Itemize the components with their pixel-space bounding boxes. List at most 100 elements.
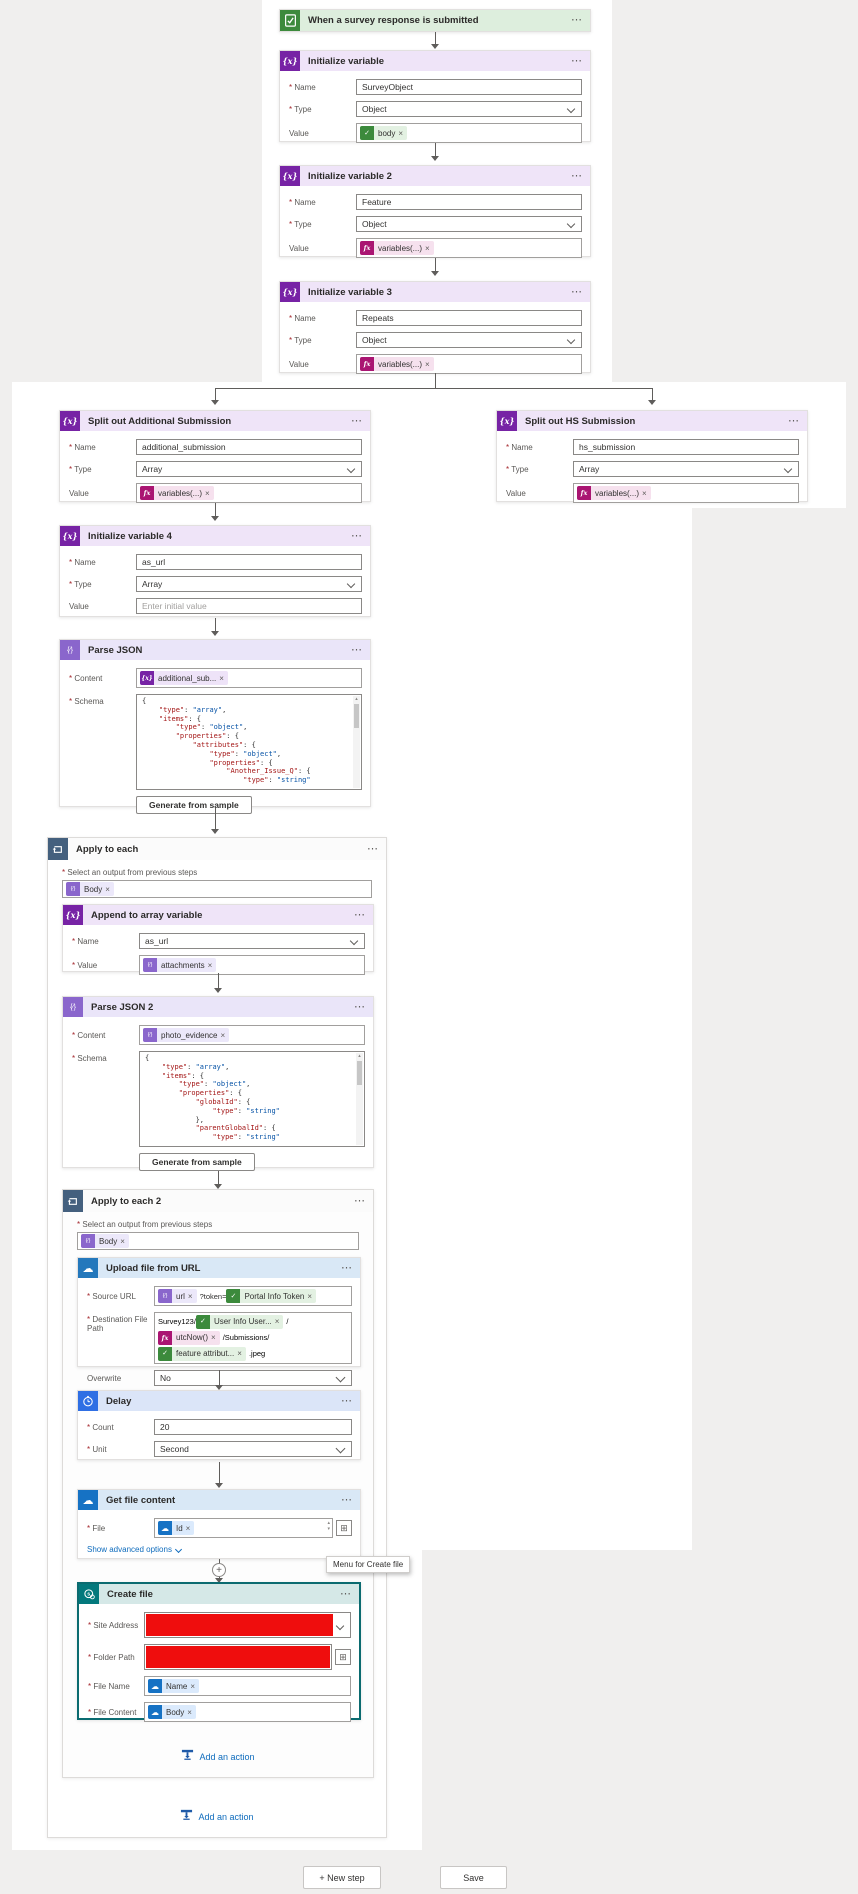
menu-icon[interactable]: ⋯ (571, 14, 582, 26)
type-select[interactable]: Array (136, 576, 362, 592)
card-header[interactable]: s Create file ⋯ (79, 1584, 359, 1604)
card-header[interactable]: {∕} Parse JSON ⋯ (60, 640, 370, 660)
select-output-field[interactable]: {∕}Body× (77, 1232, 359, 1250)
remove-token-icon[interactable]: × (187, 1707, 192, 1717)
menu-icon[interactable]: ⋯ (341, 1494, 352, 1506)
remove-token-icon[interactable]: × (205, 488, 210, 498)
remove-token-icon[interactable]: × (185, 1523, 191, 1533)
append-to-array-variable-card[interactable]: {x} Append to array variable ⋯ Nameas_ur… (62, 904, 374, 975)
token-pill[interactable]: ✓feature attribut...× (158, 1347, 246, 1362)
name-input[interactable] (356, 310, 582, 326)
value-input[interactable] (136, 598, 362, 614)
remove-token-icon[interactable]: × (398, 128, 404, 138)
type-select[interactable]: Array (573, 461, 799, 477)
type-select[interactable]: Object (356, 101, 582, 117)
remove-token-icon[interactable]: × (425, 243, 430, 253)
get-file-content-card[interactable]: ☁ Get file content ⋯ File ☁Id× ▴▾ ⊞ Show… (77, 1489, 361, 1559)
remove-token-icon[interactable]: × (425, 359, 430, 369)
split-out-additional-submission-card[interactable]: {x} Split out Additional Submission ⋯ Na… (59, 410, 371, 503)
initialize-variable-2-card[interactable]: {x} Initialize variable 2 ⋯ Name TypeObj… (279, 165, 591, 258)
token-pill[interactable]: {∕}photo_evidence× (143, 1028, 230, 1042)
card-header[interactable]: {∕} Parse JSON 2 ⋯ (63, 997, 373, 1017)
token-pill[interactable]: ✓User Info User...× (195, 1315, 284, 1330)
add-an-action-button[interactable]: Add an action (48, 1808, 386, 1826)
menu-icon[interactable]: ⋯ (367, 843, 378, 855)
token-pill[interactable]: ✓body× (360, 126, 408, 140)
remove-token-icon[interactable]: × (190, 1681, 196, 1691)
card-header[interactable]: {x} Initialize variable ⋯ (280, 51, 590, 71)
token-pill[interactable]: {∕}url× (158, 1289, 197, 1303)
initialize-variable-card[interactable]: {x} Initialize variable ⋯ Name TypeObjec… (279, 50, 591, 143)
remove-token-icon[interactable]: × (105, 884, 110, 894)
scrollbar[interactable]: ▴ (353, 696, 360, 788)
name-input[interactable] (573, 439, 799, 455)
scrollbar-thumb[interactable] (357, 1061, 362, 1085)
create-file-card[interactable]: s Create file ⋯ Site Address Folder Path (77, 1582, 361, 1722)
generate-from-sample-button[interactable]: Generate from sample (139, 1153, 255, 1171)
menu-icon[interactable]: ⋯ (351, 530, 362, 542)
site-address-select[interactable] (144, 1612, 351, 1638)
insert-step-button[interactable]: + (212, 1563, 226, 1577)
name-input[interactable] (356, 79, 582, 95)
scope-header[interactable]: Apply to each 2 ⋯ (63, 1190, 373, 1212)
scrollbar[interactable]: ▴ (356, 1053, 363, 1145)
card-header[interactable]: {x} Initialize variable 3 ⋯ (280, 282, 590, 302)
file-field[interactable]: ☁Id× ▴▾ (154, 1518, 333, 1538)
parse-json-card[interactable]: {∕} Parse JSON ⋯ Content {x}additional_s… (59, 639, 371, 814)
menu-icon[interactable]: ⋯ (571, 170, 582, 182)
remove-token-icon[interactable]: × (120, 1236, 125, 1246)
folder-picker-button[interactable]: ⊞ (335, 1649, 351, 1665)
menu-icon[interactable]: ⋯ (341, 1395, 352, 1407)
card-header[interactable]: {x} Initialize variable 2 ⋯ (280, 166, 590, 186)
remove-token-icon[interactable]: × (237, 1349, 242, 1359)
content-field[interactable]: {∕}photo_evidence× (139, 1025, 365, 1045)
trigger-card-header[interactable]: When a survey response is submitted ⋯ (280, 10, 590, 31)
schema-editor[interactable]: { "type": "array", "items": { "type": "o… (139, 1051, 365, 1147)
stepper-control[interactable]: ▴▾ (327, 1520, 330, 1532)
initialize-variable-4-card[interactable]: {x} Initialize variable 4 ⋯ Name TypeArr… (59, 525, 371, 617)
menu-icon[interactable]: ⋯ (340, 1588, 351, 1600)
menu-icon[interactable]: ⋯ (571, 286, 582, 298)
card-header[interactable]: {x} Split out HS Submission ⋯ (497, 411, 807, 431)
card-header[interactable]: {x} Split out Additional Submission ⋯ (60, 411, 370, 431)
remove-token-icon[interactable]: × (211, 1333, 216, 1343)
token-pill[interactable]: {∕}Body× (81, 1234, 129, 1248)
token-pill[interactable]: ☁Name× (148, 1679, 200, 1693)
value-field[interactable]: ✓body× (356, 123, 582, 143)
remove-token-icon[interactable]: × (307, 1291, 313, 1301)
schema-editor[interactable]: { "type": "array", "items": { "type": "o… (136, 694, 362, 790)
token-pill[interactable]: {∕}Body× (66, 882, 114, 896)
add-an-action-button[interactable]: Add an action (63, 1748, 373, 1766)
menu-icon[interactable]: ⋯ (351, 644, 362, 656)
value-field[interactable]: {∕}attachments× (139, 955, 365, 975)
upload-file-from-url-card[interactable]: ☁ Upload file from URL ⋯ Source URL {∕}u… (77, 1257, 361, 1387)
token-pill[interactable]: {x}additional_sub...× (140, 671, 228, 685)
menu-icon[interactable]: ⋯ (354, 1001, 365, 1013)
menu-icon[interactable]: ⋯ (354, 1195, 365, 1207)
token-pill[interactable]: {∕}attachments× (143, 958, 217, 972)
show-advanced-options-link[interactable]: Show advanced options (87, 1545, 172, 1554)
remove-token-icon[interactable]: × (207, 960, 213, 970)
token-pill[interactable]: ☁Body× (148, 1705, 196, 1719)
new-step-button[interactable]: + New step (303, 1866, 381, 1889)
scrollbar-thumb[interactable] (354, 704, 359, 728)
token-pill[interactable]: ✓Portal Info Token× (226, 1289, 317, 1303)
remove-token-icon[interactable]: × (187, 1291, 193, 1301)
name-input[interactable] (136, 554, 362, 570)
count-input[interactable] (154, 1419, 352, 1435)
file-name-field[interactable]: ☁Name× (144, 1676, 351, 1696)
folder-path-input[interactable] (144, 1644, 332, 1670)
remove-token-icon[interactable]: × (219, 673, 224, 683)
generate-from-sample-button[interactable]: Generate from sample (136, 796, 252, 814)
card-header[interactable]: {x} Append to array variable ⋯ (63, 905, 373, 925)
card-header[interactable]: {x} Initialize variable 4 ⋯ (60, 526, 370, 546)
type-select[interactable]: Object (356, 332, 582, 348)
name-select[interactable]: as_url (139, 933, 365, 949)
initialize-variable-3-card[interactable]: {x} Initialize variable 3 ⋯ Name TypeObj… (279, 281, 591, 374)
